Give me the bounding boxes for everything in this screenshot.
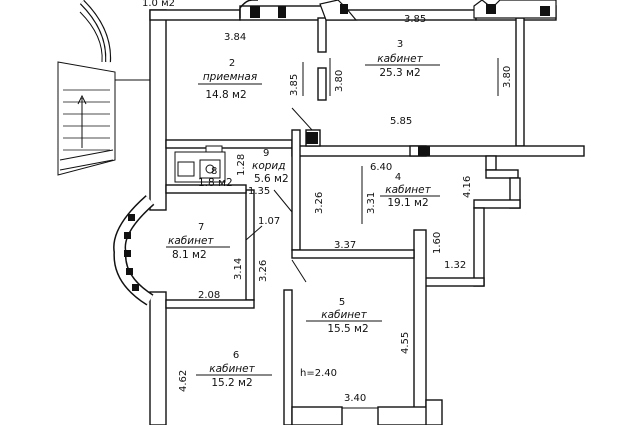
room-8-area: 1.8 м2 [198, 177, 233, 189]
room-2-name: приемная [203, 71, 257, 83]
curved-balcony [79, 0, 112, 63]
dim-1-35: 1.35 [248, 186, 270, 197]
room-7-name: кабинет [168, 235, 214, 247]
room-2-area: 14.8 м2 [205, 89, 246, 101]
room-9-area: 5.6 м2 [254, 173, 289, 185]
room-5-area: 15.5 м2 [327, 323, 368, 335]
dim-3-80-left: 3.80 [334, 70, 345, 92]
left-bay-window [113, 195, 155, 306]
dim-5-85: 5.85 [390, 116, 412, 127]
room-8-number: 8 [211, 166, 217, 177]
room-9-number: 9 [263, 148, 269, 159]
dim-3-85-top: 3.85 [404, 14, 426, 25]
top-bay-left [239, 0, 286, 18]
dim-3-26-b: 3.26 [258, 260, 269, 282]
walls [149, 5, 585, 425]
dim-3-14: 3.14 [233, 258, 244, 280]
room-2-number: 2 [229, 58, 235, 69]
dim-1-32: 1.32 [444, 260, 466, 271]
top-bay-center [319, 0, 358, 21]
room-9-name: корид [252, 160, 286, 172]
room-4-number: 4 [395, 172, 401, 183]
exterior-stair [57, 61, 150, 176]
dim-3-85-v: 3.85 [289, 74, 300, 96]
dim-6-40: 6.40 [370, 162, 392, 173]
room-7-number: 7 [198, 222, 204, 233]
dim-1-07: 1.07 [258, 216, 280, 227]
dim-3-84: 3.84 [224, 32, 246, 43]
dim-3-40: 3.40 [344, 393, 366, 404]
room-4-area: 19.1 м2 [387, 197, 428, 209]
room-3-name: кабинет [377, 53, 423, 65]
room-6-number: 6 [233, 350, 239, 361]
room-3-number: 3 [397, 39, 403, 50]
dim-3-80-right: 3.80 [502, 66, 513, 88]
dim-3-37: 3.37 [334, 240, 356, 251]
room-5-number: 5 [339, 297, 345, 308]
dim-1-28: 1.28 [236, 154, 247, 176]
dim-3-26-a: 3.26 [314, 192, 325, 214]
room-6-area: 15.2 м2 [211, 377, 252, 389]
room-7-area: 8.1 м2 [172, 249, 207, 261]
columns [174, 132, 430, 183]
top-left-partial-label: 1.0 м2 [142, 0, 175, 9]
top-bay-right [473, 0, 557, 19]
dim-4-62: 4.62 [178, 370, 189, 392]
dim-4-16: 4.16 [462, 176, 473, 198]
dim-4-55: 4.55 [400, 332, 411, 354]
door-swings [245, 107, 378, 409]
dim-3-31: 3.31 [366, 192, 377, 214]
room-4-name: кабинет [385, 184, 431, 196]
dim-2-08: 2.08 [198, 290, 220, 301]
dim-1-60: 1.60 [432, 232, 443, 254]
ceiling-height: h=2.40 [300, 368, 337, 379]
room-5-name: кабинет [321, 309, 367, 321]
room-6-name: кабинет [209, 363, 255, 375]
room-3-area: 25.3 м2 [379, 67, 420, 79]
